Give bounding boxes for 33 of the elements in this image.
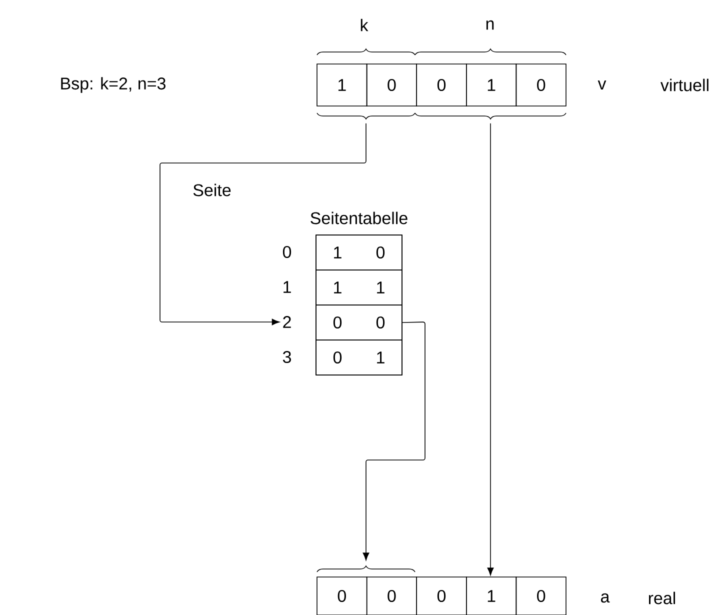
table-row: 0 0 (316, 304, 402, 340)
bit-cell: 0 (416, 64, 467, 106)
bit-cell: 0 (366, 576, 417, 615)
label: real (648, 592, 676, 604)
row-index: 0 (282, 246, 292, 258)
label: virtuell (660, 78, 708, 92)
table-row: 1 1 (316, 270, 402, 306)
bit-cell: 1 (466, 576, 517, 615)
row-index: 3 (282, 350, 291, 364)
table-row: 1 0 (316, 234, 402, 270)
table-row: 0 1 (316, 340, 402, 376)
bit-cell: 0 (516, 64, 566, 106)
brace (414, 112, 566, 120)
arrow (362, 322, 426, 560)
arrow (487, 123, 494, 576)
row-index: 2 (283, 316, 291, 328)
label: k (360, 18, 368, 32)
bit-cell: 1 (466, 64, 517, 106)
row-index: 1 (284, 281, 291, 293)
bit-cell: 1 (316, 64, 368, 106)
label: Bsp: k=2, n=3 (61, 77, 166, 93)
label: a (601, 593, 610, 603)
arrow (160, 123, 366, 326)
label: v (598, 80, 606, 90)
node-label: Seitentabelle (310, 212, 408, 224)
bit-cell: 0 (366, 64, 417, 106)
bit-cell: 0 (316, 576, 368, 615)
bit-cell: 0 (516, 576, 566, 615)
brace (316, 112, 416, 120)
bit-cell: 0 (416, 576, 467, 615)
brace (316, 566, 416, 572)
label: n (486, 20, 494, 30)
edge-label: Seite (193, 184, 231, 196)
